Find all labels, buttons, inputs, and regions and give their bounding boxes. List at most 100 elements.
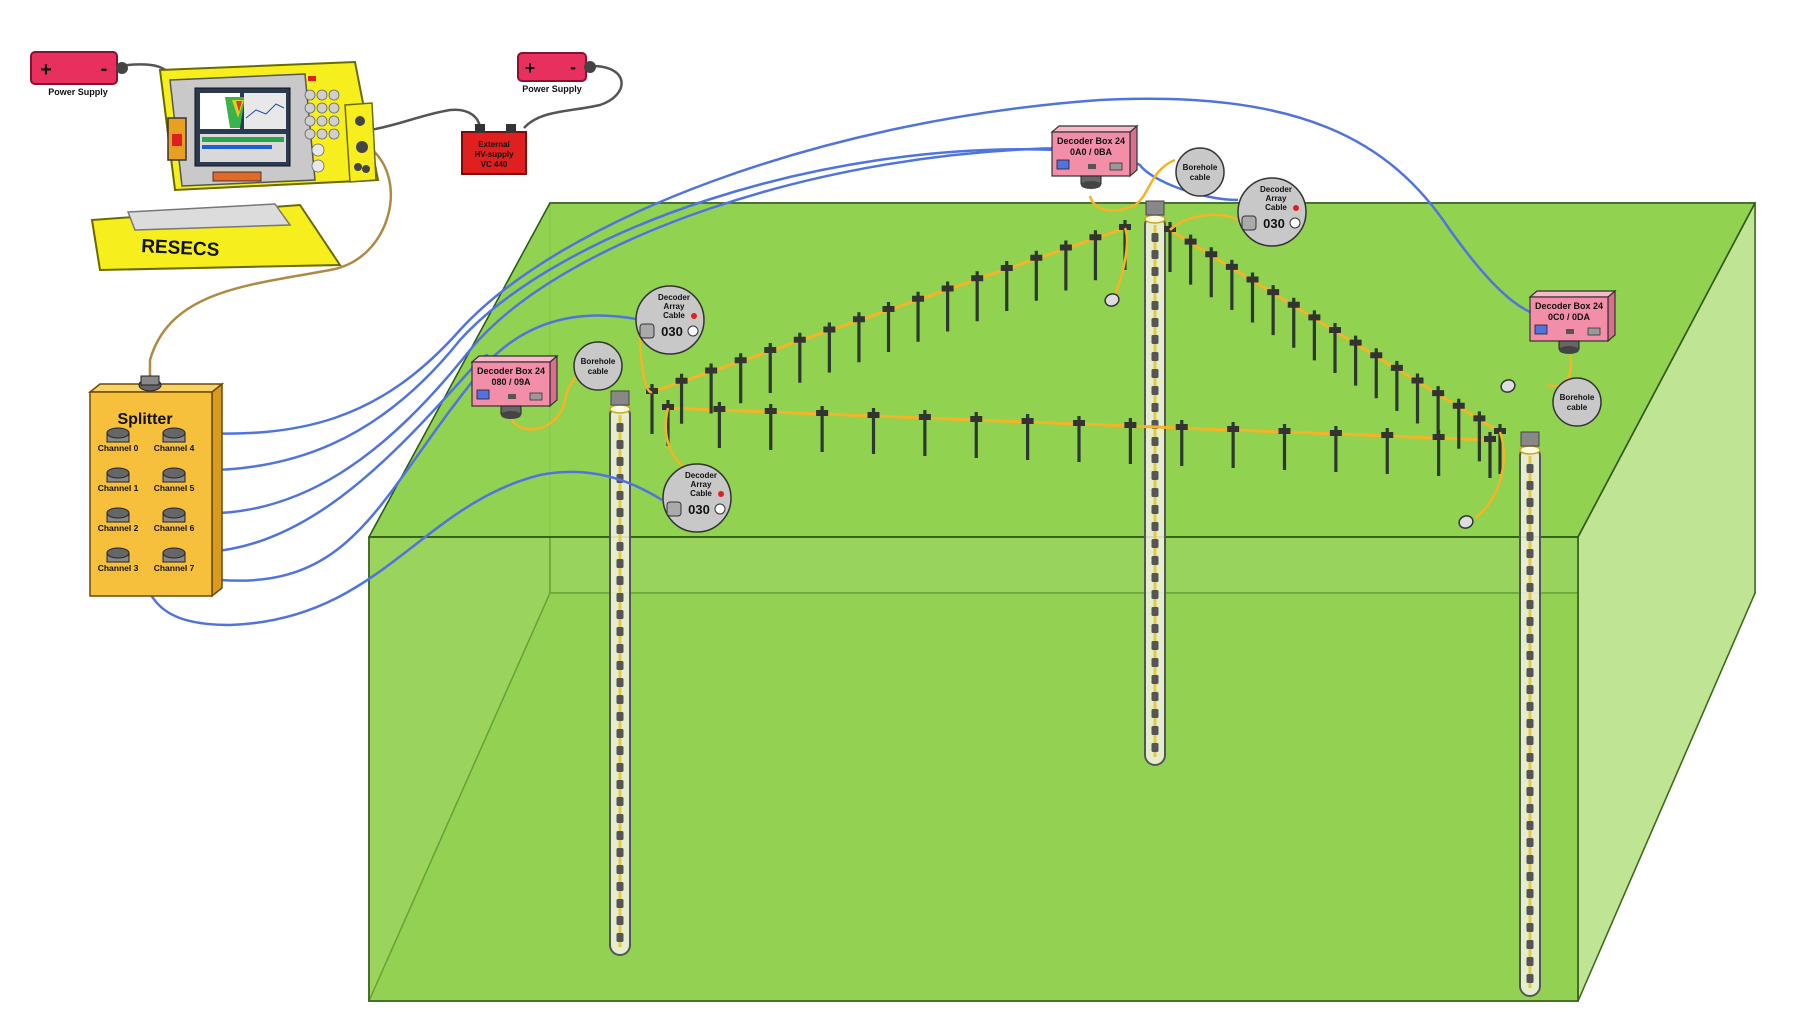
- surface-array: [646, 220, 1506, 478]
- ground-front-face: [368, 536, 1579, 1002]
- cable-laptop-hv: [369, 108, 482, 132]
- cable-blue-ch5: [179, 146, 1239, 472]
- splitter-port-0: Channel 0: [98, 427, 139, 453]
- connector-icon: [356, 141, 368, 153]
- decoder-array-cable-c-line3: Cable: [690, 489, 712, 498]
- electrode-icon: [1411, 373, 1424, 424]
- connector-icon: [506, 124, 516, 133]
- ground-edge-right: [1577, 202, 1756, 538]
- splitter-port-1: Channel 1: [98, 467, 139, 493]
- decoder-box-a-title: Decoder Box 24: [477, 366, 545, 376]
- electrode-icon: [1473, 411, 1486, 462]
- connector-icon: [140, 375, 160, 386]
- borehole-icon: [609, 390, 631, 956]
- hv-supply-box: [461, 131, 527, 175]
- decoder-array-cable-b-line2: Array: [1266, 194, 1287, 203]
- loose-connectors: [1104, 293, 1516, 529]
- electrode-icon: [1329, 323, 1341, 373]
- laptop-brand-plate: [212, 171, 262, 182]
- borehole-cable-b-line1: Borehole: [1183, 163, 1218, 172]
- borehole-cable-b-line2: cable: [1190, 173, 1211, 182]
- cable-orange-b: [1088, 158, 1176, 212]
- electrode-icon: [867, 408, 880, 454]
- connector-icon: [639, 323, 655, 339]
- boreholes: [609, 200, 1541, 997]
- power-supply-2-minus: -: [570, 57, 576, 77]
- laptop-label: RESECS: [141, 236, 220, 261]
- power-supply-1: + - Power Supply: [30, 51, 128, 97]
- electrode-icon: [675, 373, 688, 424]
- electrode-icon: [1432, 430, 1445, 476]
- splitter-label: Splitter: [117, 411, 172, 428]
- electrode-icon: [882, 302, 895, 352]
- electrode-icon: [1073, 416, 1085, 462]
- electrode-icon: [1329, 426, 1342, 472]
- channel-label-0: Channel 0: [98, 443, 139, 453]
- electrode-icon: [1000, 261, 1013, 311]
- decoder-array-cable-c-code: 030: [688, 502, 710, 517]
- splitter-port-5: Channel 5: [154, 467, 195, 493]
- electrode-group: [646, 220, 1506, 478]
- hv-supply-line2: HV-supply: [474, 150, 514, 159]
- channel-label-1: Channel 1: [98, 483, 139, 493]
- screen-icon: [194, 87, 291, 167]
- decoder-array-cable-c-line1: Decoder: [685, 471, 717, 480]
- connector-icon: [1241, 215, 1257, 231]
- connector-icon: [666, 501, 682, 517]
- electrode-icon: [1089, 230, 1102, 281]
- cable-orange-b3: [1169, 213, 1239, 231]
- borehole-cable-c-line1: Borehole: [1560, 393, 1595, 402]
- decoder-array-cable-a-line1: Decoder: [658, 293, 690, 302]
- electrode-icon: [1225, 259, 1238, 310]
- splitter-port-4: Channel 4: [154, 427, 195, 453]
- decoder-array-cable-a-line2: Array: [664, 302, 685, 311]
- electrode-icon: [1175, 420, 1188, 466]
- channel-label-4: Channel 4: [154, 443, 195, 453]
- electrode-icon: [1184, 234, 1197, 285]
- electrode-icon: [1059, 240, 1072, 291]
- decoder-box-b-title: Decoder Box 24: [1057, 136, 1125, 146]
- electrode-icon: [816, 406, 829, 452]
- electrode-icon: [1030, 250, 1043, 301]
- electrode-icon: [1205, 247, 1218, 298]
- electrode-icon: [970, 412, 983, 458]
- decoder-array-cable-a-line3: Cable: [663, 311, 685, 320]
- cable-blue-ch4: [181, 97, 1561, 435]
- electrode-icon: [1124, 418, 1137, 464]
- connector-icon: [1458, 515, 1474, 529]
- electrode-icon: [793, 332, 806, 383]
- electrode-icon: [823, 322, 836, 373]
- channel-label-6: Channel 6: [154, 523, 195, 533]
- borehole-icon: [1144, 200, 1166, 766]
- connector-icon: [354, 163, 362, 171]
- decoder-array-cable-b-line3: Cable: [1265, 203, 1287, 212]
- decoder-box-b-code: 0A0 / 0BA: [1070, 147, 1113, 157]
- laptop-keyboard: [126, 203, 292, 231]
- cable-orange-c2: [1474, 431, 1506, 520]
- electrode-icon: [734, 353, 747, 404]
- power-supply-1-minus: -: [101, 58, 108, 80]
- connector-icon: [584, 61, 596, 73]
- decoder-box-c-code: 0C0 / 0DA: [1548, 312, 1591, 322]
- splitter-port-2: Channel 2: [98, 507, 139, 533]
- electrode-icon: [941, 281, 954, 332]
- cable-laptop-splitter: [148, 147, 393, 385]
- connector-icon: [1104, 293, 1120, 307]
- electrode-icon: [1390, 360, 1403, 411]
- cable-blue-ch3: [136, 470, 663, 627]
- borehole-cable-a-line1: Borehole: [581, 357, 616, 366]
- decoder-box-c-title: Decoder Box 24: [1535, 301, 1603, 311]
- connector-icon: [1500, 379, 1516, 393]
- channel-label-5: Channel 5: [154, 483, 195, 493]
- power-supply-2-label: Power Supply: [522, 84, 582, 94]
